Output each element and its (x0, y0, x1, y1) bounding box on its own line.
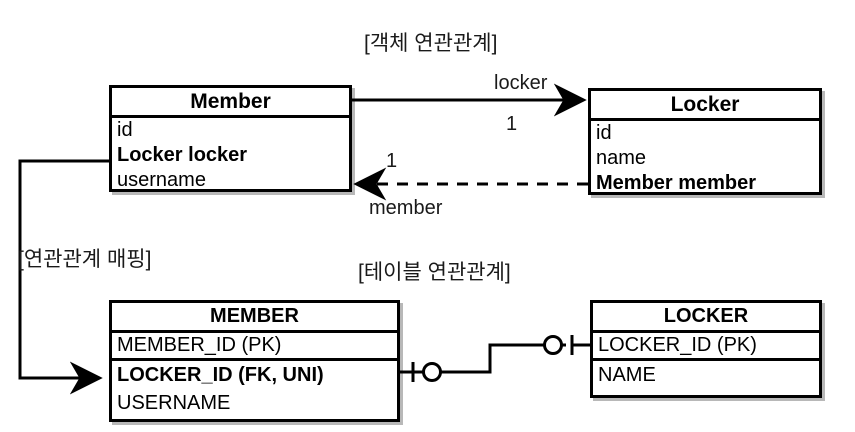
table-column: MEMBER_ID (PK) (112, 333, 397, 361)
table-column: NAME (598, 363, 656, 386)
table-relationship-connector (400, 335, 590, 382)
entity-member-fields: id Locker locker username (112, 118, 349, 193)
table-box-locker: LOCKER LOCKER_ID (PK) NAME (590, 300, 822, 398)
edge-cardinality-locker: 1 (506, 113, 518, 135)
entity-box-locker: Locker id name Member member (588, 88, 822, 195)
table-member-title: MEMBER (112, 303, 397, 333)
entity-field: id (596, 122, 612, 144)
entity-member-title: Member (112, 88, 349, 118)
title-association-mapping: [연관관계 매핑] (18, 248, 152, 271)
table-locker-title: LOCKER (593, 303, 819, 333)
table-column: LOCKER_ID (PK) (593, 333, 819, 361)
table-box-member: MEMBER MEMBER_ID (PK) LOCKER_ID (FK, UNI… (109, 300, 400, 422)
table-column: LOCKER_ID (FK, UNI) (117, 363, 324, 386)
entity-field: username (117, 169, 206, 191)
mapping-arrow (18, 159, 109, 395)
table-member-columns: MEMBER_ID (PK) LOCKER_ID (FK, UNI) USERN… (112, 333, 397, 417)
entity-field: name (596, 147, 647, 169)
edge-label-locker: locker (494, 72, 548, 94)
title-table-association: [테이블 연관관계] (358, 261, 511, 284)
entity-field: Locker locker (117, 144, 248, 166)
entity-field: id (117, 119, 133, 141)
entity-locker-fields: id name Member member (591, 121, 819, 196)
title-object-association: [객체 연관관계] (364, 32, 498, 55)
edge-label-member: member (369, 197, 443, 219)
entity-field: Member member (596, 172, 757, 194)
edge-cardinality-member: 1 (386, 150, 398, 172)
entity-locker-title: Locker (591, 91, 819, 121)
table-column: USERNAME (117, 391, 231, 414)
table-locker-columns: LOCKER_ID (PK) NAME (593, 333, 819, 389)
entity-box-member: Member id Locker locker username (109, 85, 352, 192)
